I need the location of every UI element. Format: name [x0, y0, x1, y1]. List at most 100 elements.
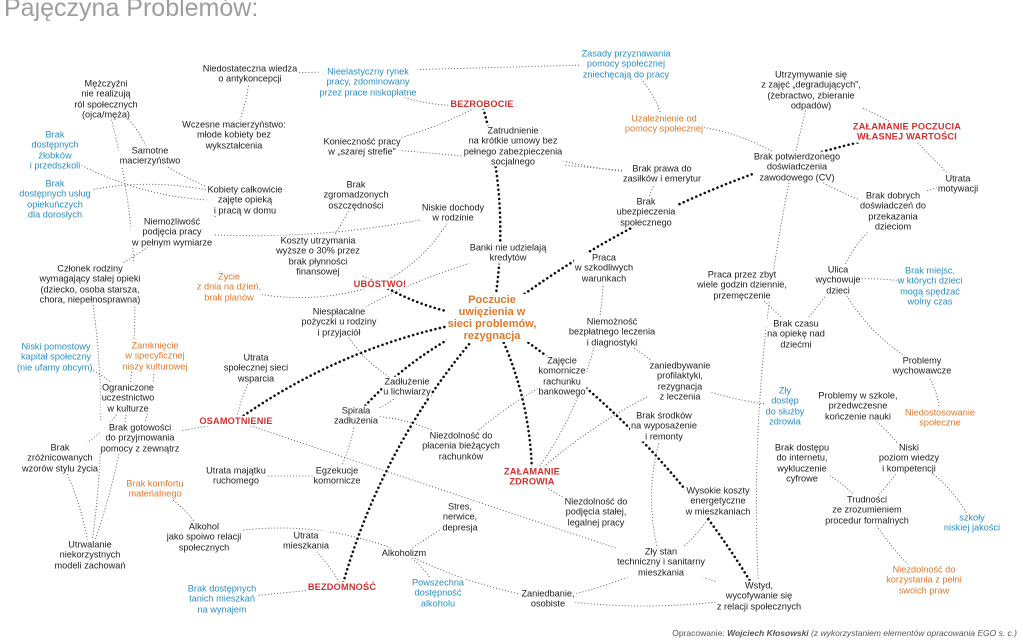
node-brak-tanich-mieszkan: Brak dostępnych tanich mieszkań na wynaj… [186, 583, 258, 615]
node-praca-przez-zbyt: Praca przez zbyt wiele godzin dziennie, … [696, 269, 788, 301]
node-brak-oszczednosci: Brak zgromadzonych oszczędności [322, 179, 390, 211]
connection-line [234, 367, 257, 422]
page-title: Pajęczyna Problemów: [4, 0, 259, 22]
node-brak-ubezpieczenia: Brak ubezpieczenia społecznego [615, 196, 677, 228]
node-utrata-mieszkania: Utrata mieszkania [282, 530, 330, 552]
node-utrzymywanie: Utrzymywanie się z zajęć „degradujących”… [760, 69, 862, 111]
connection-line [663, 123, 798, 168]
node-ograniczone: Ograniczone uczestnictwo w kulturze [100, 382, 156, 414]
node-brak-miejsc: Brak miejsc, w których dzieci mogą spędz… [896, 265, 964, 307]
connection-line [88, 283, 102, 556]
node-koszty-utrzymania: Koszty utrzymania wyższe o 30% przez bra… [275, 235, 361, 277]
node-brak-komfortu: Brak komfortu materialnego [125, 478, 185, 500]
node-zatrudnienie: Zatrudnienie na krótkie umowy bez pełneg… [462, 125, 564, 167]
node-alkoholizm: Alkoholizm [380, 547, 428, 559]
node-zaniedbywanie: zaniedbywanie profilaktyki, rezygnacja z… [648, 360, 712, 402]
node-uzaleznienie: Uzależnienie od pomocy społecznej [623, 113, 705, 135]
node-niemoznosc-leczenia: Niemożność bezpłatnego leczenia i diagno… [567, 316, 657, 348]
connection-line [235, 419, 760, 597]
node-utrata-majatku: Utrata majątku ruchomego [205, 465, 267, 487]
footer-prefix: Opracowanie: [672, 628, 725, 638]
node-problemy-w-szkole: Problemy w szkole, przedwczesne kończeni… [817, 390, 899, 422]
node-brak-prawa-zasilkow: Brak prawa do zasiłków i emerytur [621, 163, 703, 185]
node-zamkniecie: Zamknięcie w specyficznej niszy kulturow… [121, 340, 189, 372]
node-brak-uslug: Brak dostępnych usług opiekuńczych dla d… [18, 178, 92, 220]
node-zycie-z-dnia: Życie z dnia na dzień, brak planów [195, 271, 263, 303]
node-szkoly: szkoły niskiej jakości [942, 512, 1002, 534]
node-brak-srodkow: Brak środków na wyposażenie i remonty [630, 410, 698, 442]
node-brak-zlobkow: Brak dostępnych żłobków i przedszkoli [28, 129, 82, 171]
node-niemoznosc-pracy: Niemożliwość podjęcia pracy w pełnym wym… [130, 216, 214, 248]
node-brak-potwierdzonego: Brak potwierdzonego doświadczenia zawodo… [752, 151, 842, 183]
connection-line [171, 211, 454, 237]
footer-author: Wojciech Kłosowski [727, 628, 809, 638]
node-niski-poziom: Niski poziom wiedzy i kompetencji [877, 442, 941, 474]
node-niskie-dochody: Niskie dochody w rodzinie [420, 202, 486, 224]
node-koniecznosc-pracy: Konieczność pracy w „szarej strefie” [322, 136, 402, 158]
node-utrata-motywacji: Utrata motywacji [936, 173, 980, 195]
node-bezdomnosc: BEZDOMNOŚĆ [306, 581, 378, 593]
node-brak-gotowosci: Brak gotowości do przyjmowania pomocy z … [99, 422, 181, 454]
node-problemy-wychowawcze: Problemy wychowawcze [891, 355, 953, 377]
node-spirala: Spirala zadłużenia [333, 405, 379, 427]
node-alkohol-spoiwo: Alkohol jako spoiwo relacji społecznych [165, 521, 243, 553]
node-zly-dostep: Zły dostęp do służby zdrowia [764, 385, 806, 427]
node-wczesne-macierzynstwo: Wczesne macierzyństwo: młode kobiety bez… [181, 119, 287, 151]
connection-line [755, 89, 812, 597]
node-trudnosci: Trudności ze zrozumieniem procedur forma… [824, 494, 910, 526]
node-ubostwo: UBÓSTWO! [352, 278, 408, 290]
node-mezczyzni: Mężczyźni nie realizują ról społecznych … [73, 78, 139, 120]
connection-line [921, 365, 943, 419]
node-zasady-przyznawania: Zasady przyznawania pomocy społecznej zn… [580, 48, 672, 80]
node-egzekucje: Egzekucje komornicze [312, 465, 362, 487]
footer-suffix: (z wykorzystaniem elementów opracowania … [811, 628, 1017, 638]
node-niesplacalne: Niespłacalne pożyczki u rodziny i przyja… [300, 306, 378, 338]
connection-line [89, 98, 136, 556]
connection-line [54, 183, 246, 202]
node-niezdolnosc-stalej-pracy: Niezdolność do podjęcia stałej, legalnej… [563, 496, 629, 528]
node-czlonek-rodziny: Członek rodziny wymagający stałej opieki… [38, 263, 142, 305]
node-zalamanie-poczucia: ZAŁAMANIE POCZUCIA WŁASNEJ WARTOŚCI [851, 121, 963, 143]
node-nieelastyczny-rynek: Nieelastyczny rynek pracy, zdominowany p… [318, 66, 418, 98]
connection-line [379, 212, 454, 285]
node-zalamanie-zdrowia: ZAŁAMANIE ZDROWIA [503, 466, 561, 488]
node-zly-stan: Zły stan techniczny i sanitarny mieszkan… [616, 546, 706, 578]
node-niski-kapital: Niski pomostowy kapitał społeczny (nie u… [15, 341, 97, 373]
node-wysokie-koszty: Wysokie koszty energetyczne w mieszkania… [684, 485, 752, 517]
connection-line [796, 166, 894, 213]
connection-line [340, 316, 494, 589]
node-wstyd: Wstyd, wycofywanie się z relacji społecz… [715, 580, 803, 612]
node-powszechna: Powszechna dostępność alkoholu [410, 577, 466, 609]
node-bezrobocie: BEZROBOCIE [449, 98, 515, 110]
connection-line [336, 415, 357, 477]
node-brak-zroznicowanych: Brak zróżnicowanych wzorów stylu życia [20, 442, 100, 474]
connection-line [651, 425, 665, 563]
node-zajecie-komornicze: Zajęcie komornicze rachunku bankowego [537, 355, 587, 397]
node-niedostateczna-wiedza: Niedostateczna wiedza o antykoncepcji [201, 63, 299, 85]
connection-line [801, 462, 868, 511]
node-utrata-sieci: Utrata społecznej sieci wsparcia [222, 352, 290, 384]
node-niezdolnosc-korzystania: Niezdolność do korzystania z pełni swoic… [885, 564, 963, 596]
node-brak-czasu: Brak czasu na opiekę nad dziećmi [766, 318, 826, 350]
node-niezdolnosc-placenia: Niezdolność do płacenia bieżących rachun… [421, 430, 501, 462]
node-zadluzenie: Zadłużenie u lichwiarzy [382, 376, 432, 398]
center-node: Poczucie uwięzienia w sieci problemów, r… [446, 294, 538, 342]
node-praca-szkodliwa: Praca w szkodliwych warunkach [573, 252, 635, 284]
node-brak-dobrych-doswiadczen: Brak dobrych doświadczeń do przekazania … [859, 190, 927, 232]
node-niedostosowanie: Niedostosowanie społeczne [904, 407, 976, 429]
node-zaniedbanie: Zaniedbanie, osobiste [520, 588, 576, 610]
node-utrwalanie: Utrwalanie niekorzystnych modeli zachowa… [53, 539, 127, 571]
footer-credit: Opracowanie: Wojciech Kłosowski (z wykor… [672, 628, 1017, 638]
connection-line [249, 61, 627, 75]
node-banki: Banki nie udzielają kredytów [468, 242, 548, 264]
node-kobiety-zajete: Kobiety całkowicie zajęte opieką i pracą… [206, 184, 284, 216]
connection-line [149, 155, 246, 202]
connection-line [460, 375, 563, 447]
node-brak-dostepu-internet: Brak dostępu do internetu, wykluczenie c… [773, 442, 831, 484]
node-ulica: Ulica wychowuje dzieci [814, 264, 862, 296]
node-stres: Stres, nerwice, depresja [441, 501, 479, 533]
connection-line [203, 527, 405, 554]
node-osamotnienie: OSAMOTNIENIE [198, 415, 274, 427]
node-samotne-macierzynstwo: Samotne macierzyństwo [118, 145, 182, 167]
